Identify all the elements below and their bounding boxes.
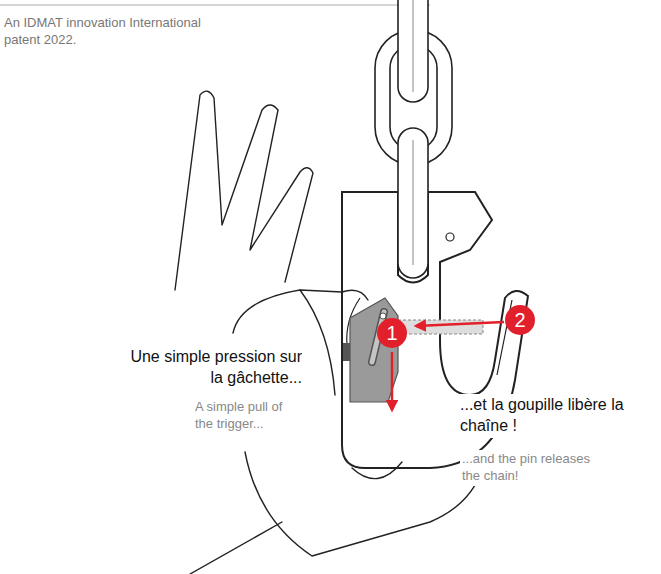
pull-arrow — [391, 352, 394, 410]
callout-label: 2 — [514, 310, 525, 330]
callout-number: 1 — [377, 318, 407, 348]
trigger — [343, 298, 398, 402]
trigger-caption-fr: Une simple pression sur la gâchette... — [128, 346, 304, 390]
hand — [175, 91, 482, 574]
pin-caption-fr: ...et la goupille libère la chaîne ! — [458, 394, 633, 438]
callout-number: 2 — [505, 305, 535, 335]
release-arrow — [416, 322, 504, 326]
pin-caption-en: ...and the pin releases the chain! — [460, 450, 610, 486]
top-rule — [0, 5, 430, 6]
trigger-caption-en: A simple pull of the trigger... — [193, 398, 303, 434]
patent-note: An IDMAT innovation International patent… — [2, 14, 217, 50]
callout-label: 1 — [386, 323, 397, 343]
chain-link-in-hook — [398, 128, 428, 278]
pin — [398, 320, 483, 334]
